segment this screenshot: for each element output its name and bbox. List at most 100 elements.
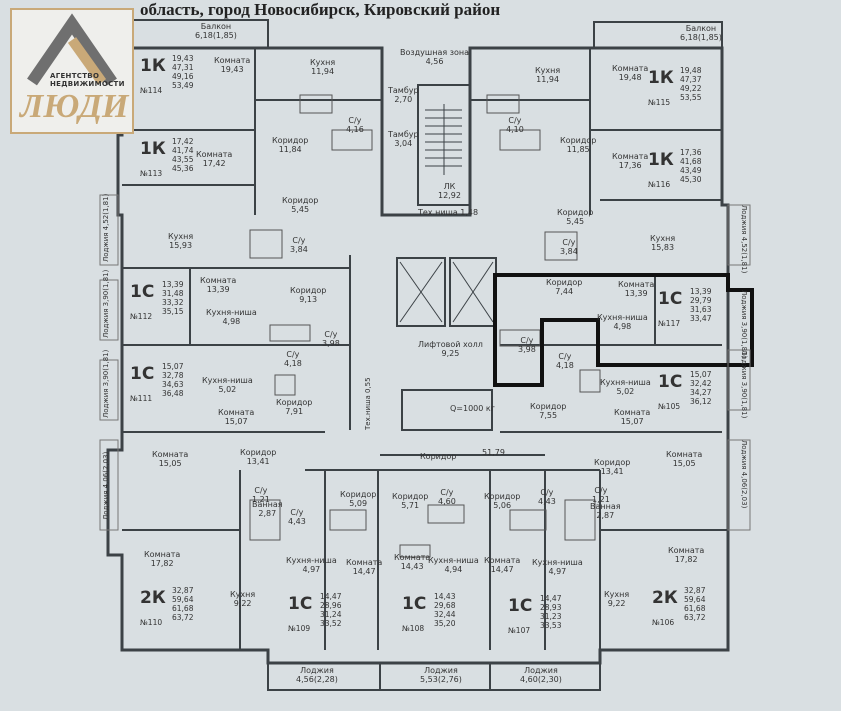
apartment-area-value: 36,12 (690, 397, 712, 406)
room-name: Кухня-ниша (428, 556, 479, 565)
room-name: Комната (218, 408, 255, 417)
room-area: 4,97 (548, 567, 567, 576)
room-name: С/у (324, 330, 338, 339)
room-area: 1,21 (592, 495, 610, 504)
apartment-area-value: 14,47 (320, 592, 342, 601)
room-area: 2,87 (258, 509, 277, 518)
room-name: Коридор (240, 448, 277, 457)
agency-logo: АГЕНТСТВО НЕДВИЖИМОСТИ ЛЮДИ (10, 8, 134, 134)
tech-niche-mid: Тех.ниша 0,55 (364, 377, 372, 430)
apartment-area-value: 32,42 (690, 379, 712, 388)
room-name: С/у (290, 508, 304, 517)
room-area: 4,16 (346, 125, 364, 134)
apartment-area-value: 32,44 (434, 610, 456, 619)
apartment-area-value: 15,07 (162, 362, 184, 371)
room-area: 19,43 (220, 65, 244, 74)
apartment-area-value: 13,39 (690, 287, 712, 296)
apartment-area-value: 59,64 (172, 595, 194, 604)
apartment-area-value: 33,52 (320, 619, 342, 628)
loggia-left-3: Лоджия 3,90(1,81) (102, 349, 110, 418)
room-name: Кухня (168, 232, 194, 241)
apartment-number: №117 (658, 319, 681, 328)
apartment-area-value: 17,36 (680, 148, 702, 157)
room-name: Комната (346, 558, 383, 567)
loggia-right-3: Лоджия 3,90(1,81) (740, 350, 748, 419)
room-area: 17,36 (618, 161, 642, 170)
room-name: Ванная (252, 500, 283, 509)
balcony-name: Балкон (685, 24, 717, 33)
air-zone: Воздушная зона 4,56 (400, 48, 469, 66)
room-name: С/у (254, 486, 268, 495)
room-area: 4,43 (538, 497, 556, 506)
tambur-1: Тамбур 2,70 (388, 86, 419, 104)
balcony-area: 6,18(1,85) (680, 33, 722, 42)
stair-lk: ЛК 12,92 (438, 182, 461, 200)
room-name: Комната (668, 546, 705, 555)
apartment-area-value: 33,32 (162, 298, 184, 307)
air-zone-name: Воздушная зона (400, 48, 469, 57)
apartment-area-value: 43,49 (680, 166, 702, 175)
balcony-name: Балкон (200, 22, 232, 31)
apartment-area-value: 29,68 (434, 601, 456, 610)
room-name: Комната (200, 276, 237, 285)
room-name: С/у (286, 350, 300, 359)
room-name: Комната (394, 553, 431, 562)
apartment-type: 1С (130, 364, 155, 384)
apartment-area-value: 33,53 (540, 621, 562, 630)
loggia-right-2: Лоджия 3,90(1,81) (740, 290, 748, 359)
room-name: Кухня-ниша (202, 376, 253, 385)
room-name: Коридор (530, 402, 567, 411)
apartment-type: 1К (140, 56, 166, 76)
apartment-area-value: 14,43 (434, 592, 456, 601)
room-area: 1,21 (252, 495, 270, 504)
room-area: 5,06 (493, 501, 512, 510)
room-area: 5,02 (218, 385, 237, 394)
room-name: Комната (618, 280, 655, 289)
loggia-bottom-1: Лоджия 4,56(2,28) (296, 666, 338, 684)
apartment-area-value: 28,93 (540, 603, 562, 612)
apartment-area-value: 28,96 (320, 601, 342, 610)
room-name: С/у (520, 336, 534, 345)
apartment-type: 1С (658, 372, 683, 392)
room-name: Комната (144, 550, 181, 559)
loggia-bottom-3: Лоджия 4,60(2,30) (520, 666, 562, 684)
apartment-number: №110 (140, 618, 163, 627)
room-area: 5,45 (291, 205, 310, 214)
room-name: Кухня (604, 590, 630, 599)
room-area: 13,39 (206, 285, 230, 294)
apartment-number: №106 (652, 618, 675, 627)
room-name: Ванная (590, 502, 621, 511)
room-area: 15,07 (620, 417, 644, 426)
room-name: Коридор (594, 458, 631, 467)
page-header: область, город Новосибирск, Кировский ра… (140, 0, 501, 19)
air-zone-area: 4,56 (425, 57, 444, 66)
room-area: 3,98 (322, 339, 340, 348)
apartment-area-value: 43,55 (172, 155, 194, 164)
room-area: 19,48 (618, 73, 642, 82)
room-area: 13,39 (624, 289, 648, 298)
room-name: С/у (292, 236, 306, 245)
logo-tagline-line2: НЕДВИЖИМОСТИ (50, 80, 125, 88)
room-area: 4,43 (288, 517, 306, 526)
